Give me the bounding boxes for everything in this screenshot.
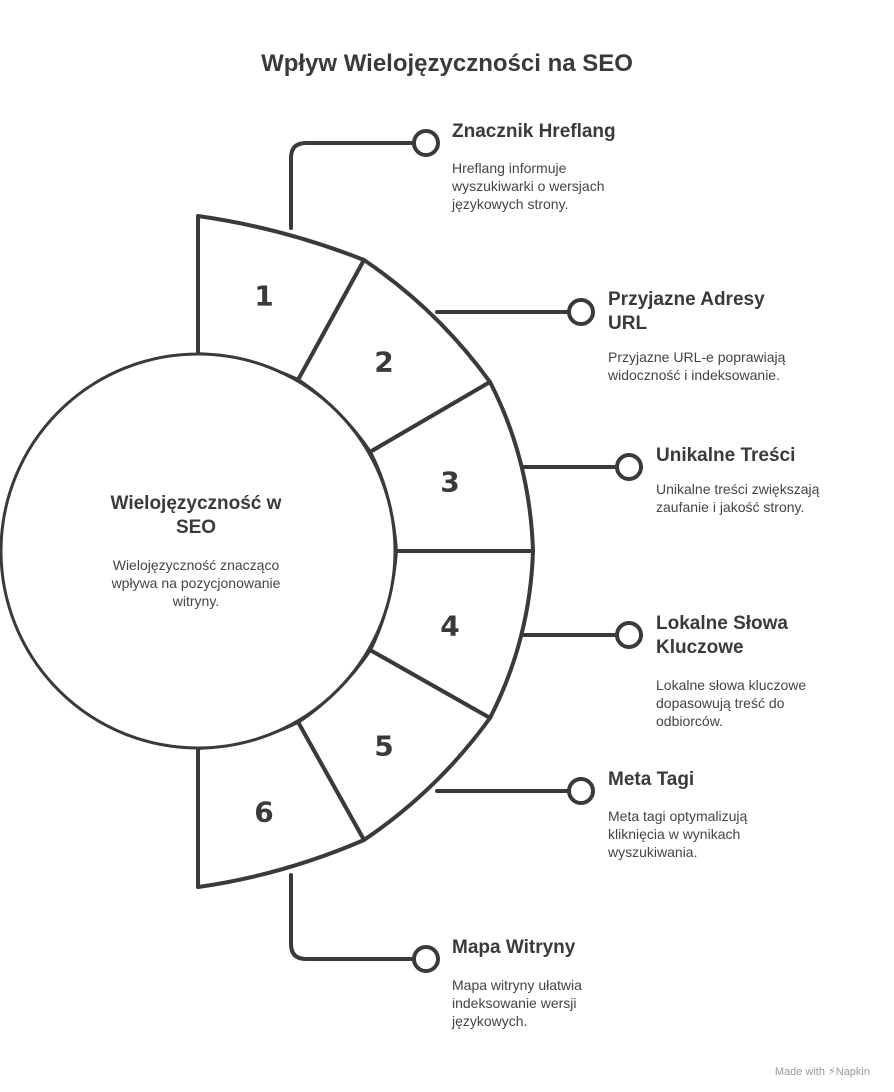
connector-1 (289, 141, 415, 230)
center-circle (0, 352, 397, 750)
endpoint-5 (567, 777, 595, 805)
endpoint-1 (412, 129, 440, 157)
item-6-description: Mapa witryny ułatwia indeksowanie wersji… (452, 977, 582, 1029)
item-3-description: Unikalne treści zwiększają zaufanie i ja… (656, 481, 820, 515)
item-3-title: Unikalne Treści (656, 445, 796, 466)
item-1-description: Hreflang informuje wyszukiwarki o wersja… (452, 160, 605, 212)
footer-text: Made with (774, 1066, 825, 1078)
connector-6 (289, 873, 415, 961)
item-6-title: Mapa Witryny (452, 937, 576, 958)
item-4-title: Lokalne Słowa Kluczowe (656, 613, 788, 658)
segment-number-1: 1 (254, 280, 273, 313)
center-description: Wielojęzyczność znacząco wpływa na pozyc… (111, 557, 281, 609)
item-1-title: Znacznik Hreflang (452, 121, 616, 142)
item-2-title: Przyjazne Adresy URL (608, 289, 765, 334)
endpoint-2 (567, 298, 595, 326)
endpoint-4 (615, 621, 643, 649)
footer-watermark: Made with ⚡Napkin (775, 1065, 870, 1078)
segment-number-3: 3 (440, 466, 459, 499)
endpoint-3 (615, 453, 643, 481)
item-5-description: Meta tagi optymalizują kliknięcia w wyni… (608, 808, 748, 860)
segment-number-4: 4 (440, 610, 459, 643)
footer-brand: Napkin (835, 1066, 870, 1078)
item-5-title: Meta Tagi (608, 769, 695, 790)
center-title: Wielojęzyczność w SEO (110, 493, 282, 538)
item-2-description: Przyjazne URL-e poprawiają widoczność i … (608, 349, 786, 383)
page-title: Wpływ Wielojęzyczności na SEO (261, 50, 633, 77)
segment-number-6: 6 (254, 796, 273, 829)
endpoint-6 (412, 945, 440, 973)
item-4-description: Lokalne słowa kluczowe dopasowują treść … (656, 677, 807, 729)
segment-number-5: 5 (374, 730, 393, 763)
napkin-logo-icon: ⚡ (828, 1066, 836, 1078)
segment-number-2: 2 (374, 346, 393, 379)
